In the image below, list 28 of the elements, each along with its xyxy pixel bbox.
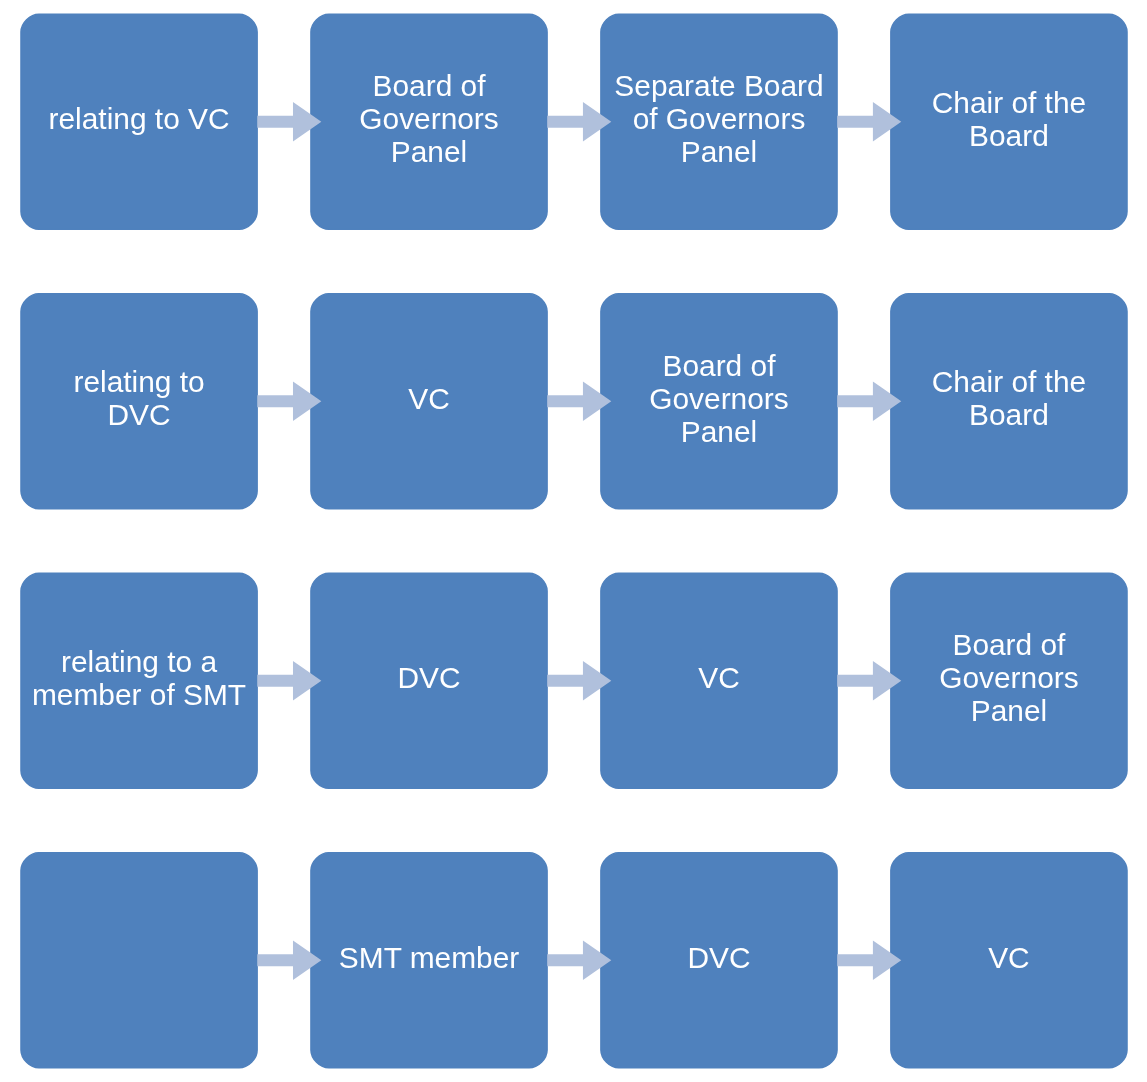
node-box: SMT member <box>309 851 548 1069</box>
node-box: DVC <box>599 851 838 1069</box>
arrow <box>546 381 611 422</box>
node-box: relating to DVC <box>19 292 258 510</box>
arrow <box>256 660 321 701</box>
node-box: Chair of the Board <box>889 13 1128 231</box>
arrow <box>836 381 901 422</box>
arrow <box>546 660 611 701</box>
node-box <box>19 851 258 1069</box>
node-box: Board of Governors Panel <box>309 13 548 231</box>
arrow <box>256 101 321 142</box>
arrow <box>836 940 901 981</box>
arrow <box>836 660 901 701</box>
arrow <box>836 101 901 142</box>
arrow <box>546 101 611 142</box>
node-box: Chair of the Board <box>889 292 1128 510</box>
node-box: Board of Governors Panel <box>599 292 838 510</box>
node-box: DVC <box>309 572 548 790</box>
node-box: VC <box>889 851 1128 1069</box>
node-box: Board of Governors Panel <box>889 572 1128 790</box>
node-box: VC <box>309 292 548 510</box>
arrow <box>256 381 321 422</box>
node-box: relating to VC <box>19 13 258 231</box>
arrow <box>546 940 611 981</box>
arrow <box>256 940 321 981</box>
node-box: relating to a member of SMT <box>19 572 258 790</box>
node-box: Separate Board of Governors Panel <box>599 13 838 231</box>
node-box: VC <box>599 572 838 790</box>
